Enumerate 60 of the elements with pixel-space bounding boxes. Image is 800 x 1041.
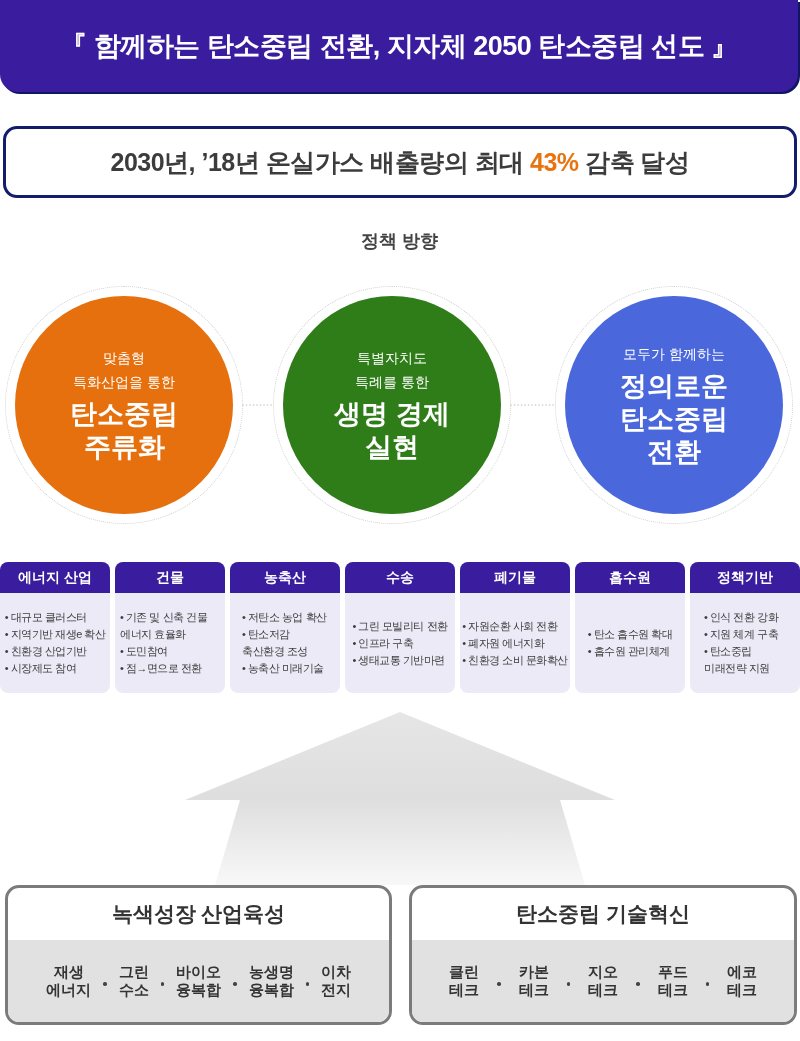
- category-card: [0, 562, 110, 693]
- card-header: 정책기반: [690, 562, 800, 593]
- goal-box: [3, 126, 797, 198]
- category-card: [115, 562, 225, 693]
- list-item: • 점→면으로 전환: [120, 661, 203, 676]
- list-item: • 기존 및 신축 건물 에너지 효율화: [120, 610, 209, 642]
- list-item: • 시장제도 참여: [4, 661, 78, 676]
- category-card: [345, 562, 455, 693]
- circle-title: 생명 경제 실현: [333, 398, 451, 464]
- item-text: 농생명 융복합: [248, 963, 294, 999]
- block-arrow: [185, 712, 615, 885]
- box-heading: 탄소중립 기술혁신: [515, 901, 691, 927]
- item-text: 클린 테크: [449, 963, 479, 999]
- item-text: 에코 테크: [727, 963, 757, 999]
- category-card: [690, 562, 800, 693]
- box-heading: 녹색성장 산업육성: [110, 901, 287, 927]
- card-header: 흡수원: [575, 562, 685, 593]
- list-item: • 지역기반 재생e 확산: [4, 627, 106, 642]
- item-text: 그린 수소: [118, 963, 149, 999]
- list-item: • 도민참여: [120, 644, 169, 659]
- summary-box: [5, 885, 392, 1025]
- list-item: • 생태교통 기반마련: [352, 652, 446, 668]
- item-text: 지오 테크: [588, 963, 618, 999]
- card-header: 농축산: [230, 562, 340, 593]
- list-item: • 지원 체계 구축: [704, 627, 780, 642]
- goal-text: 2030년, ’18년 온실가스 배출량의 최대 43% 감축 달성: [110, 146, 690, 178]
- circle-subtitle: 모두가 함께하는: [623, 344, 725, 364]
- list-item: • 그린 모빌리티 전환: [352, 618, 448, 634]
- section-heading: 정책 방향: [360, 230, 440, 253]
- circle-subtitle: 맞춤형 특화산업을 통한: [72, 349, 176, 392]
- item-text: 카본 테크: [518, 963, 549, 999]
- list-item: • 탄소저감 축산환경 조성: [242, 627, 309, 659]
- list-item: • 흡수원 관리체계: [587, 644, 671, 659]
- circle-subtitle: 특별자치도 특례를 통한: [354, 349, 430, 392]
- item-text: 이차 전지: [321, 963, 351, 999]
- card-header: 수송: [345, 562, 455, 593]
- item-text: 재생 에너지: [46, 963, 91, 999]
- item-text: 바이오 융복합: [176, 963, 221, 999]
- card-header: 건물: [115, 562, 225, 593]
- circle-title: 정의로운 탄소중립 전환: [619, 369, 729, 469]
- list-item: • 저탄소 농업 확산: [242, 610, 328, 625]
- list-item: • 인식 전환 강화: [704, 610, 780, 625]
- item-text: 푸드 테크: [657, 963, 688, 999]
- list-item: • 친환경 산업기반: [4, 644, 88, 659]
- list-item: • 대규모 클러스터: [4, 610, 88, 625]
- category-card: [460, 562, 570, 693]
- card-header: 에너지 산업: [0, 562, 110, 593]
- category-card: [575, 562, 685, 693]
- category-card: [230, 562, 340, 693]
- list-item: • 탄소 흡수원 확대: [587, 627, 673, 642]
- list-item: • 탄소중립 미래전략 지원: [704, 644, 771, 676]
- circle-title: 탄소중립 주류화: [69, 398, 179, 464]
- summary-box: [409, 885, 797, 1025]
- card-header: 폐기물: [460, 562, 570, 593]
- list-item: • 친환경 소비 문화확산: [462, 652, 568, 668]
- title-banner: 『 함께하는 탄소중립 전환, 지자체 2050 탄소중립 선도 』: [0, 0, 798, 92]
- list-item: • 자원순환 사회 전환: [462, 618, 559, 634]
- list-item: • 농축산 미래기술: [242, 661, 325, 676]
- list-item: • 폐자원 에너지화: [462, 635, 546, 651]
- list-item: • 인프라 구축: [352, 635, 415, 651]
